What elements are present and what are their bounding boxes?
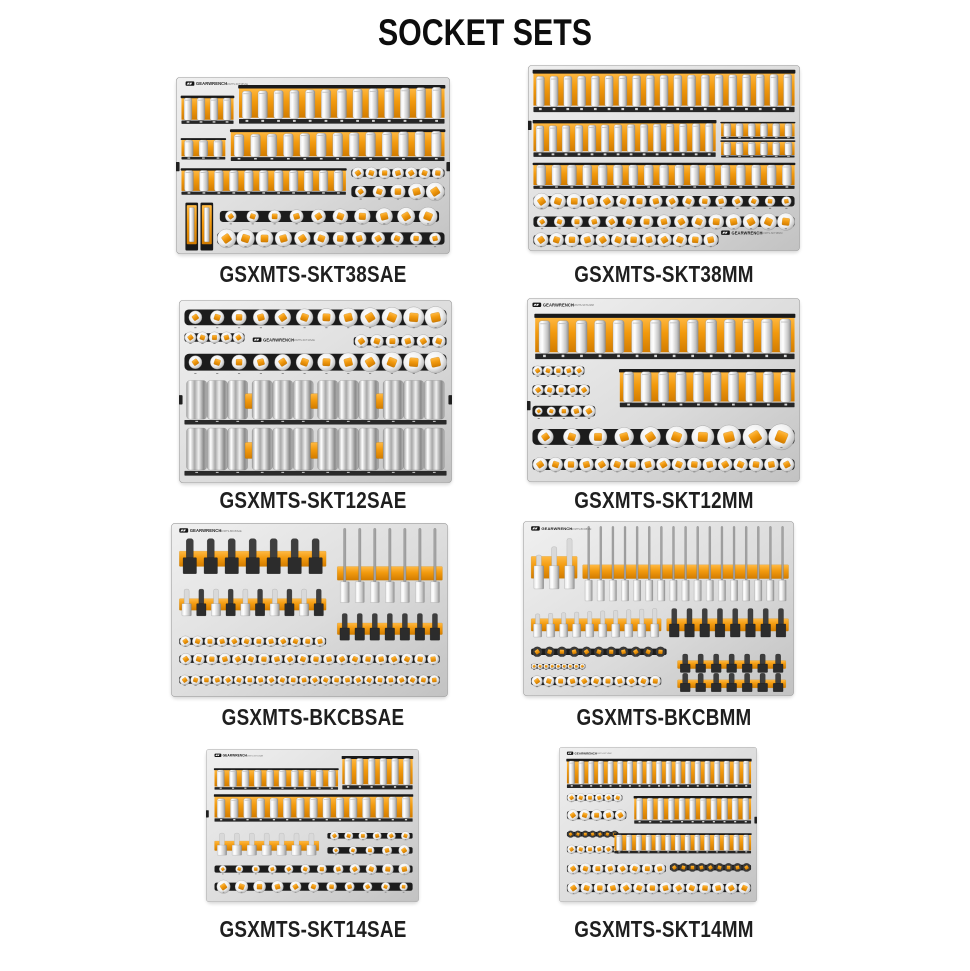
svg-text:GEARWRENCH: GEARWRENCH [541, 526, 572, 531]
svg-text:GSXMTS-SKT14SAE: GSXMTS-SKT14SAE [245, 754, 264, 757]
svg-text:GSXMTS-SKT14MM: GSXMTS-SKT14MM [595, 753, 612, 755]
svg-text:GSXMTS-SKT38MM: GSXMTS-SKT38MM [760, 232, 783, 235]
svg-text:GSXMTS-SKT12SAE: GSXMTS-SKT12SAE [291, 339, 315, 342]
svg-text:GEARWRENCH: GEARWRENCH [196, 81, 227, 86]
product-label: GSXMTS-SKT12SAE [219, 487, 407, 513]
svg-text:GSXMTS-BKCBMM: GSXMTS-BKCBMM [570, 528, 592, 531]
product-label: GSXMTS-SKT38MM [574, 261, 754, 287]
product-label: GSXMTS-SKT14MM [574, 916, 754, 942]
svg-text:GSXMTS-BKCBSAE: GSXMTS-BKCBSAE [219, 530, 242, 533]
page-title: SOCKET SETS [377, 12, 593, 53]
svg-text:GEARWRENCH: GEARWRENCH [574, 751, 597, 755]
product-label: GSXMTS-SKT12MM [574, 487, 754, 513]
svg-text:GEARWRENCH: GEARWRENCH [731, 230, 762, 235]
product-label: GSXMTS-BKCBSAE [221, 704, 405, 730]
svg-text:GEARWRENCH: GEARWRENCH [190, 528, 222, 533]
svg-text:GEARWRENCH: GEARWRENCH [263, 337, 294, 342]
svg-text:GSXMTS-SKT12MM: GSXMTS-SKT12MM [571, 304, 594, 307]
product-label: GSXMTS-SKT38SAE [219, 261, 407, 287]
product-label: GSXMTS-BKCBMM [576, 704, 752, 730]
svg-text:GEARWRENCH: GEARWRENCH [543, 302, 574, 307]
svg-text:GSXMTS-SKT38SAE: GSXMTS-SKT38SAE [224, 83, 248, 86]
svg-text:GEARWRENCH: GEARWRENCH [223, 754, 248, 758]
product-label: GSXMTS-SKT14SAE [219, 916, 407, 942]
